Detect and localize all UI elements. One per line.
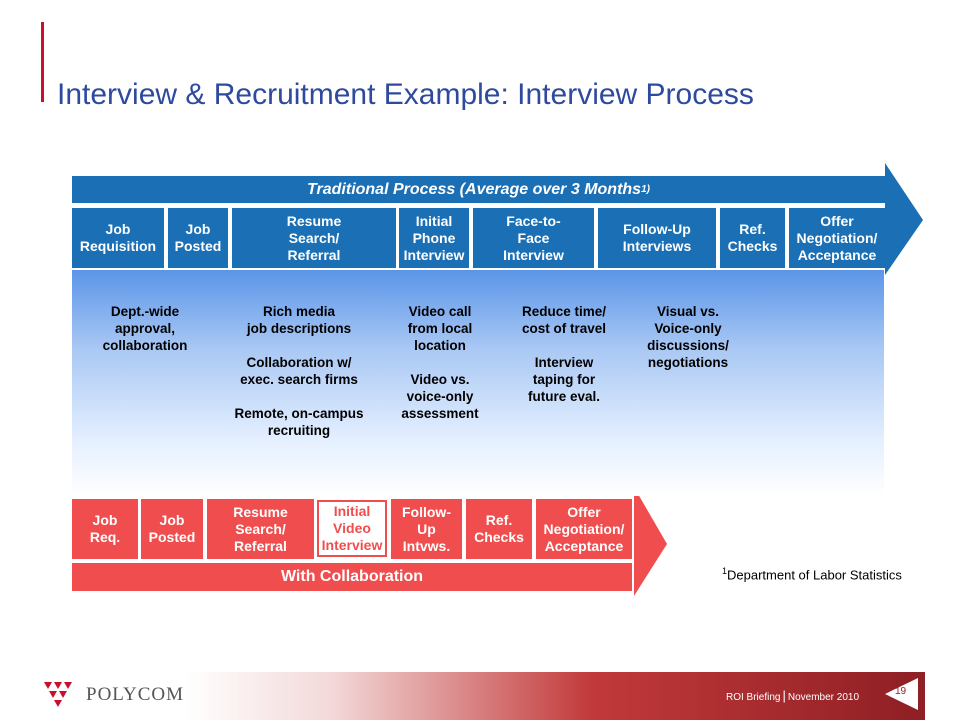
traditional-header-text: Traditional Process (Average over 3 Mont… bbox=[307, 180, 642, 198]
collab-step-initial-video-interview: Initial Video Interview bbox=[317, 500, 387, 557]
benefit-face-to-face: Reduce time/ cost of travel Interview ta… bbox=[521, 304, 607, 404]
footer-date: November 2010 bbox=[787, 692, 860, 703]
with-collaboration-label: With Collaboration bbox=[72, 563, 632, 591]
benefit-job-requisition: Dept.-wide approval, collaboration bbox=[102, 304, 188, 353]
traditional-step-job-requisition: Job Requisition bbox=[72, 208, 164, 268]
collab-step-job-req: Job Req. bbox=[72, 499, 138, 559]
footnote-text: Department of Labor Statistics bbox=[727, 567, 902, 583]
footnote-marker: 1 bbox=[722, 566, 728, 576]
traditional-step-initial-phone-interview: Initial Phone Interview bbox=[399, 208, 469, 268]
collab-step-offer-negotiation: Offer Negotiation/ Acceptance bbox=[536, 499, 632, 559]
benefit-initial-interview: Video call from local location Video vs.… bbox=[401, 304, 479, 421]
footnote: 1Department of Labor Statistics bbox=[722, 566, 902, 582]
page-title: Interview & Recruitment Example: Intervi… bbox=[57, 78, 754, 111]
collab-step-resume-search: Resume Search/ Referral bbox=[207, 499, 314, 559]
traditional-step-ref-checks: Ref. Checks bbox=[720, 208, 785, 268]
page-number: 19 bbox=[895, 686, 907, 697]
page-marker-icon bbox=[885, 678, 918, 710]
footer-band bbox=[185, 672, 925, 720]
benefit-follow-up: Visual vs. Voice-only discussions/ negot… bbox=[647, 304, 729, 370]
title-accent-bar bbox=[41, 22, 44, 102]
traditional-header-footnote-marker: 1) bbox=[641, 184, 650, 195]
polycom-logo-icon bbox=[44, 682, 72, 707]
collab-step-ref-checks: Ref. Checks bbox=[466, 499, 532, 559]
traditional-step-job-posted: Job Posted bbox=[168, 208, 228, 268]
traditional-process-header: Traditional Process (Average over 3 Mont… bbox=[72, 176, 885, 203]
footer-separator: | bbox=[782, 688, 786, 703]
footer-briefing: ROI Briefing bbox=[726, 692, 781, 703]
benefits-gradient-area bbox=[72, 270, 884, 496]
footer-briefing-info: ROI Briefing|November 2010 bbox=[726, 688, 859, 703]
collab-step-follow-up: Follow- Up Intvws. bbox=[391, 499, 462, 559]
traditional-step-offer-negotiation: Offer Negotiation/ Acceptance bbox=[789, 208, 885, 268]
traditional-step-resume-search: Resume Search/ Referral bbox=[232, 208, 396, 268]
benefit-resume-search: Rich media job descriptions Collaboratio… bbox=[234, 304, 364, 438]
traditional-step-follow-up-interviews: Follow-Up Interviews bbox=[598, 208, 716, 268]
polycom-wordmark: POLYCOM bbox=[86, 684, 185, 705]
collab-step-job-posted: Job Posted bbox=[141, 499, 203, 559]
collaboration-arrowhead bbox=[634, 487, 667, 596]
traditional-arrowhead bbox=[885, 163, 923, 275]
traditional-step-face-to-face-interview: Face-to- Face Interview bbox=[473, 208, 594, 268]
